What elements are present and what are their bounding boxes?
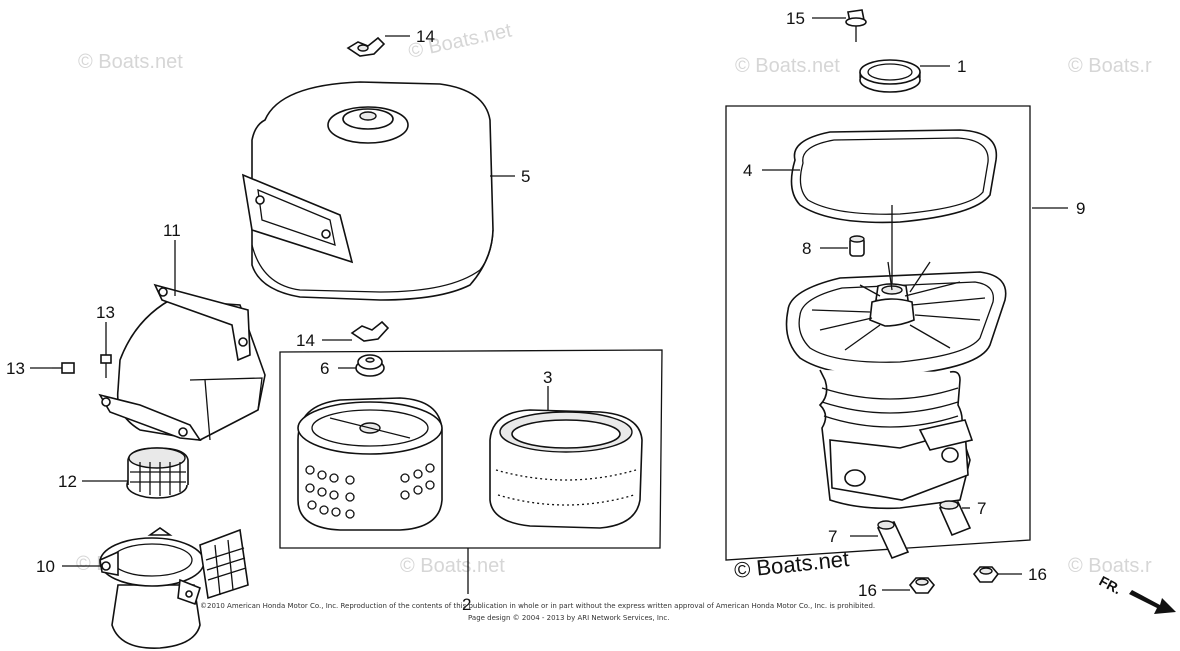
watermark-text: © Boats.net: [400, 555, 505, 577]
wing-nut-top[interactable]: [346, 36, 386, 57]
callout-10[interactable]: 10: [36, 557, 55, 576]
watermark-text: © Boats.r: [1068, 555, 1152, 577]
callout-15[interactable]: 15: [786, 9, 805, 28]
copyright-notice: ©2010 American Honda Motor Co., Inc. Rep…: [200, 602, 875, 622]
gasket[interactable]: [790, 129, 998, 224]
callout-7-left[interactable]: 7: [828, 527, 837, 546]
callout-9[interactable]: 9: [1076, 199, 1085, 218]
callout-3[interactable]: 3: [543, 368, 552, 387]
leader-lines: [30, 17, 1068, 594]
element-2-assembly-box: [279, 349, 663, 549]
callout-7-right[interactable]: 7: [977, 499, 986, 518]
callout-14-middle[interactable]: 14: [296, 331, 315, 350]
nut-bottom-right[interactable]: [972, 566, 1000, 583]
callout-8[interactable]: 8: [802, 239, 811, 258]
collar[interactable]: [849, 235, 865, 257]
callout-13-left[interactable]: 13: [6, 359, 25, 378]
callout-14-top[interactable]: 14: [416, 27, 435, 46]
watermark-text: © Boats.net: [78, 51, 183, 73]
copyright-line-1: ©2010 American Honda Motor Co., Inc. Rep…: [200, 602, 875, 610]
nut-bottom-left[interactable]: [908, 577, 936, 594]
callout-16-left[interactable]: 16: [858, 581, 877, 600]
callout-5[interactable]: 5: [521, 167, 530, 186]
grommet[interactable]: [355, 354, 385, 377]
spark-arrester-screen[interactable]: [126, 447, 189, 499]
watermark-text: © Boats.net: [735, 55, 840, 77]
copyright-line-2: Page design © 2004 - 2013 by ARI Network…: [468, 614, 669, 622]
front-arrow-icon: [1129, 590, 1176, 614]
callout-2[interactable]: 2: [462, 595, 471, 614]
elbow-ribs: [811, 261, 986, 351]
tube-left[interactable]: [876, 520, 910, 560]
callout-6[interactable]: 6: [320, 359, 329, 378]
air-cleaner-assembly-box: [725, 105, 1031, 561]
air-guide[interactable]: [98, 283, 266, 441]
tube-right[interactable]: [938, 500, 972, 537]
wing-nut-middle[interactable]: [350, 320, 390, 342]
callout-4[interactable]: 4: [743, 161, 752, 180]
callout-1[interactable]: 1: [957, 57, 966, 76]
air-cleaner-case[interactable]: [99, 527, 249, 649]
screen-mesh: [130, 462, 186, 496]
air-cleaner-cover[interactable]: [241, 81, 494, 301]
bolt-left[interactable]: [52, 362, 75, 374]
callout-16-right[interactable]: 16: [1028, 565, 1047, 584]
watermark-text: © Boats.r: [1068, 55, 1152, 77]
callout-12[interactable]: 12: [58, 472, 77, 491]
element-perforations: [305, 463, 435, 519]
foam-element[interactable]: [489, 409, 643, 529]
seal-ring[interactable]: [859, 59, 921, 93]
case-grille: [205, 539, 247, 596]
callout-13-upper[interactable]: 13: [96, 303, 115, 322]
callout-numbers: 1 2 3 4 5 6 7 7 8 9 10 11 12 13 13 14 14…: [6, 9, 1085, 614]
watermark-text-dark: © Boats.net: [733, 546, 850, 583]
front-direction-indicator: FR.: [1097, 573, 1176, 614]
paper-element[interactable]: [297, 397, 443, 531]
callout-11[interactable]: 11: [163, 221, 181, 240]
bolt-top[interactable]: [845, 9, 867, 42]
air-cleaner-elbow[interactable]: [785, 205, 1007, 510]
bolt-upper[interactable]: [100, 354, 112, 378]
